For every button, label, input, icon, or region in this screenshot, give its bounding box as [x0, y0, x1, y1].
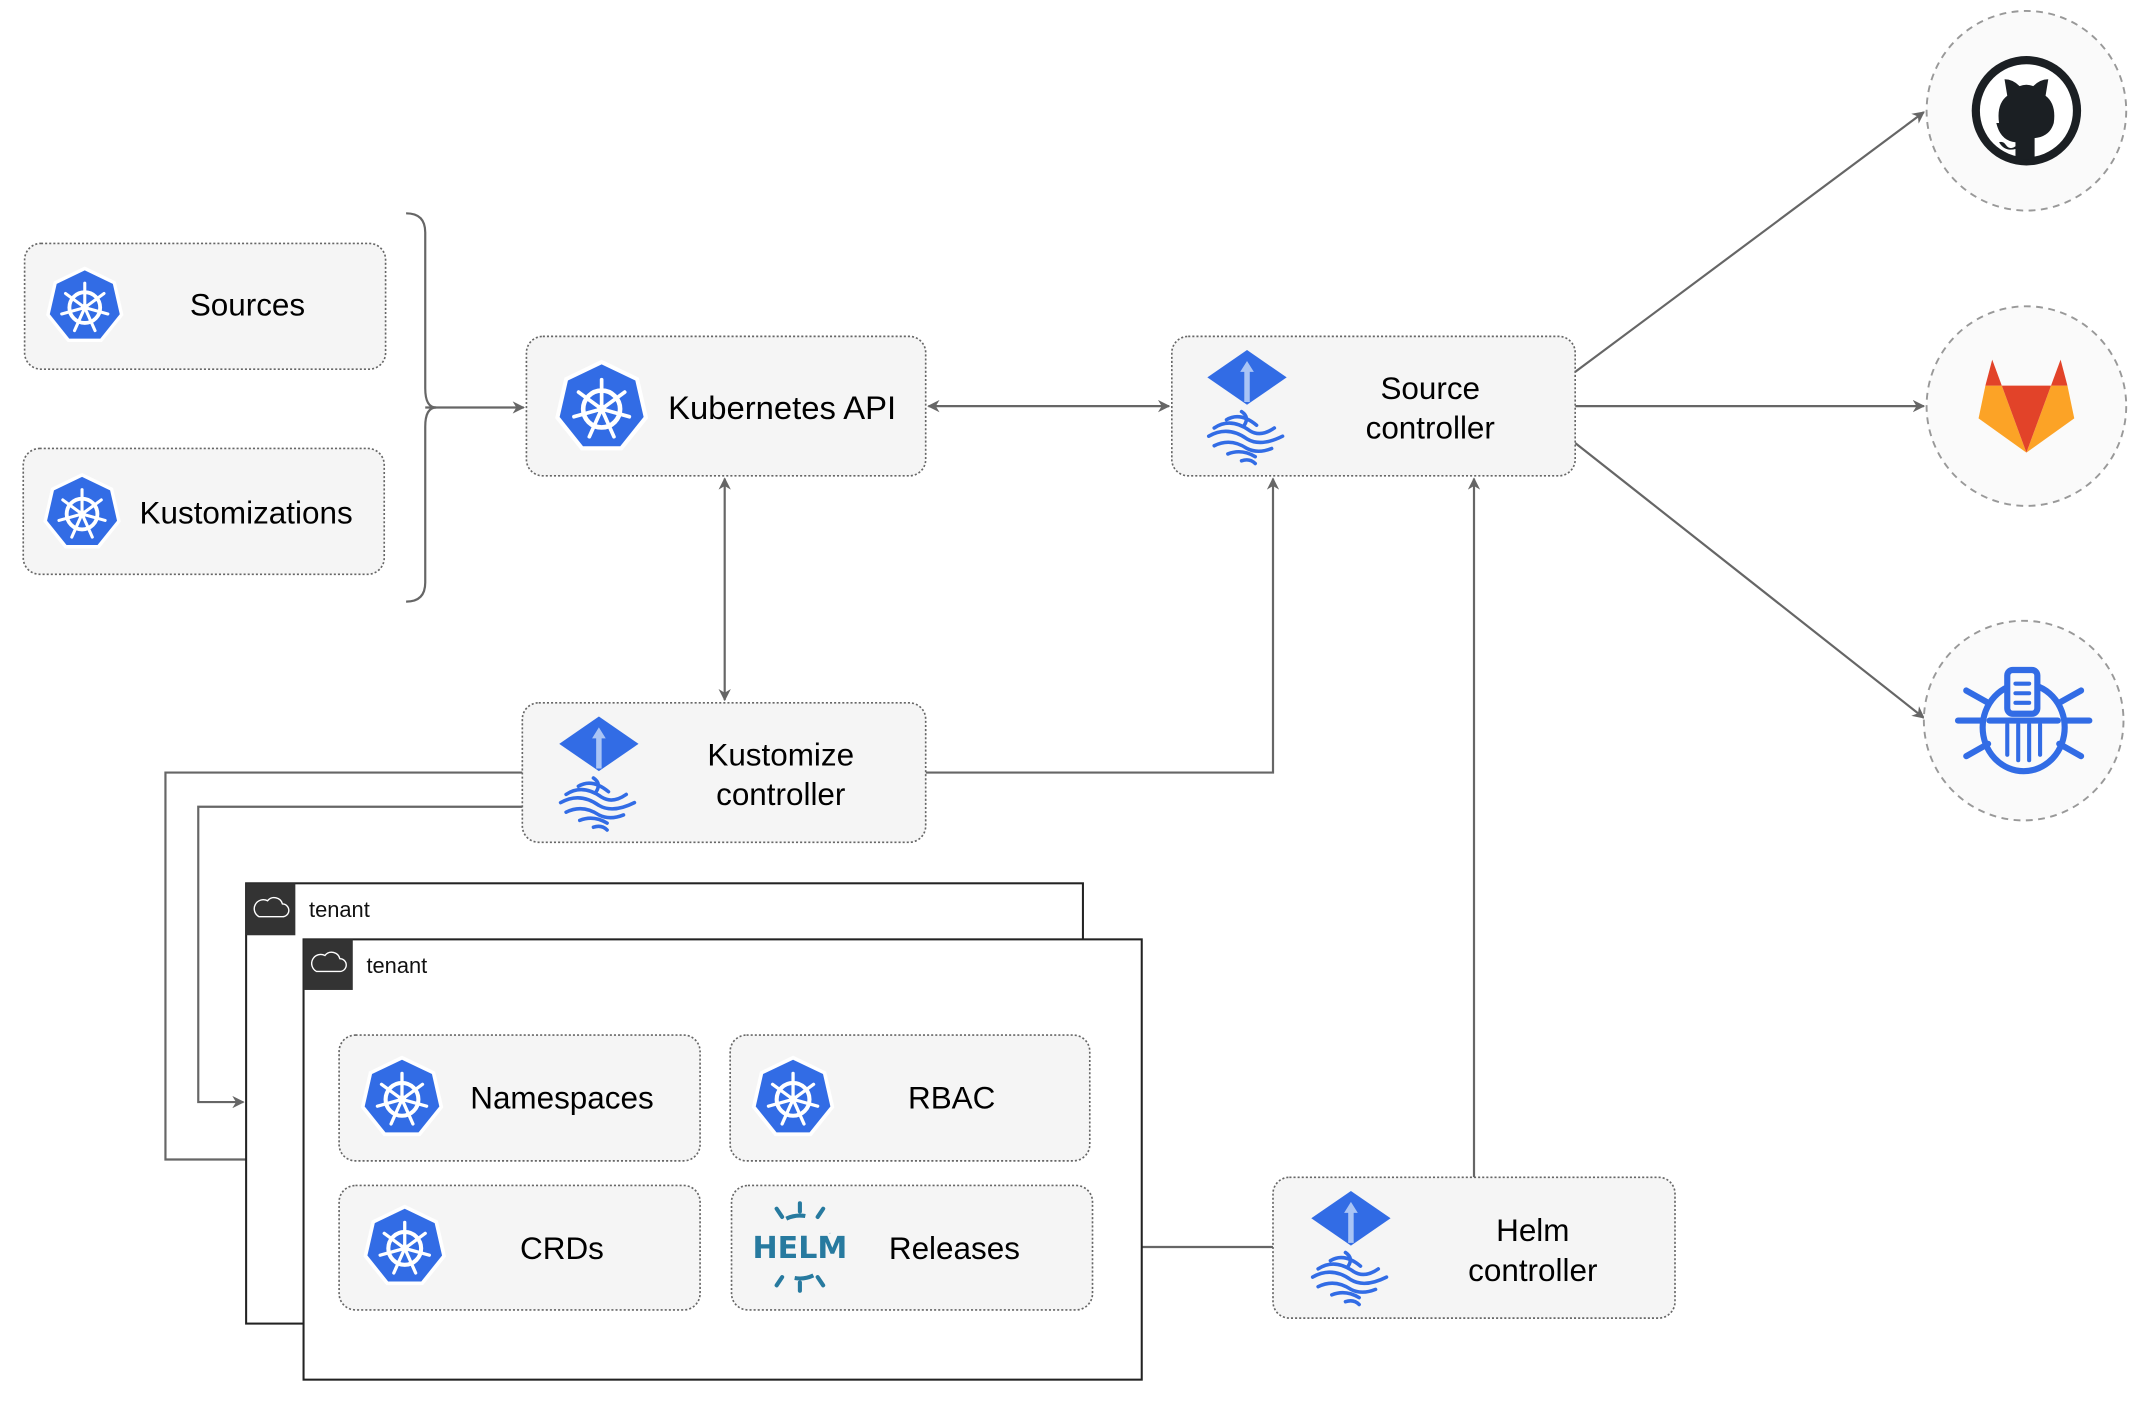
releases-node[interactable]: HELM Releases: [730, 1184, 1094, 1311]
helm-icon: HELM: [752, 1201, 847, 1293]
kustomize-controller-node[interactable]: Kustomize controller: [521, 701, 927, 844]
kustomize-controller-label-line2: controller: [716, 777, 845, 812]
tenant-label: tenant: [366, 953, 427, 978]
kustomizations-label: Kustomizations: [140, 495, 353, 530]
helm-controller-node[interactable]: Helm controller: [1272, 1176, 1676, 1319]
github-icon: [1971, 56, 2082, 166]
sources-node[interactable]: Sources: [23, 242, 387, 371]
edge-kustomize-to-tenant-back: [197, 805, 523, 1109]
helm-icon-text: HELM: [752, 1231, 847, 1266]
source-controller-label-line2: controller: [1366, 410, 1495, 445]
crds-node[interactable]: CRDs: [338, 1184, 701, 1311]
gitlab-icon: [1978, 359, 2075, 453]
namespaces-label: Namespaces: [470, 1080, 653, 1115]
bucket-source[interactable]: [1922, 619, 2125, 822]
kubernetes-api-node[interactable]: Kubernetes API: [525, 335, 927, 477]
rbac-label: RBAC: [908, 1080, 995, 1115]
crds-label: CRDs: [520, 1231, 604, 1266]
github-source[interactable]: [1925, 9, 2128, 212]
helm-controller-label-line1: Helm: [1496, 1213, 1569, 1248]
kubernetes-api-label: Kubernetes API: [668, 389, 896, 426]
namespaces-node[interactable]: Namespaces: [338, 1034, 701, 1162]
helm-controller-label-line2: controller: [1468, 1253, 1597, 1288]
connectors: [164, 111, 1926, 1254]
kustomize-controller-label-line1: Kustomize: [707, 737, 854, 772]
sources-label: Sources: [190, 287, 305, 322]
releases-label: Releases: [889, 1231, 1020, 1266]
edge-source-to-github: [1574, 111, 1925, 373]
edge-source-to-bucket: [1574, 442, 1925, 719]
rbac-node[interactable]: RBAC: [729, 1034, 1091, 1162]
edge-kustomize-to-tenant-front: [164, 771, 523, 1166]
bucket-icon: [1954, 666, 2093, 775]
edge-kustomize-to-source-controller: [925, 477, 1280, 774]
tenant-label: tenant: [309, 897, 370, 922]
source-controller-label-line1: Source: [1380, 371, 1480, 406]
gitlab-source[interactable]: [1925, 305, 2128, 507]
kustomizations-node[interactable]: Kustomizations: [22, 447, 386, 576]
source-controller-node[interactable]: Source controller: [1170, 335, 1577, 477]
